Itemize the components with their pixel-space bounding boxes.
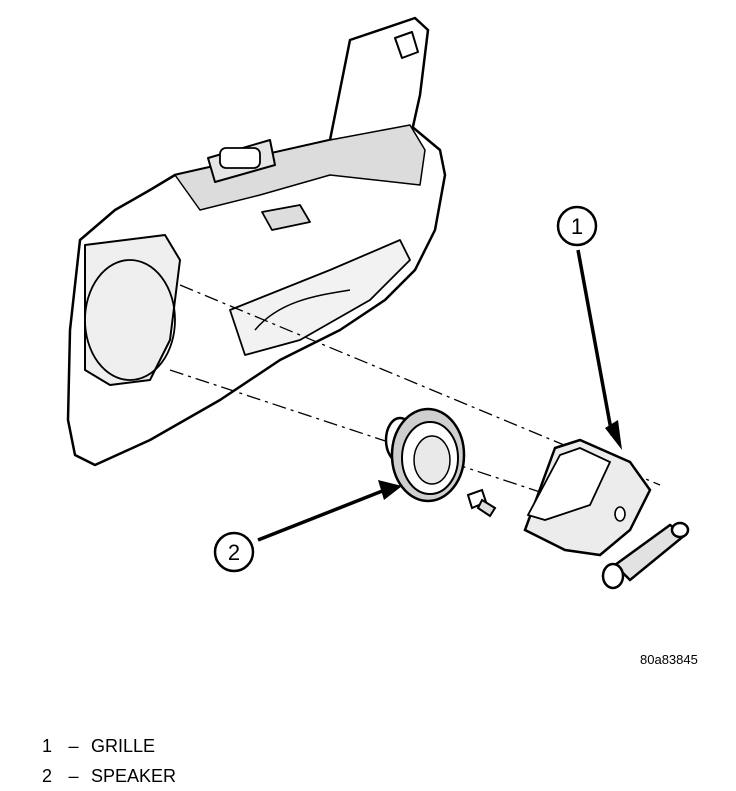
callout-1-number: 1 — [571, 214, 583, 239]
legend: 1–GRILLE 2–SPEAKER — [42, 731, 176, 791]
legend-row-1: 1–GRILLE — [42, 731, 176, 761]
callout-1-arrow — [576, 249, 622, 450]
legend-separator: – — [68, 736, 79, 756]
exploded-view-diagram: 1 2 — [66, 16, 690, 590]
screw — [466, 488, 497, 518]
legend-label: GRILLE — [91, 736, 156, 756]
grille — [523, 438, 652, 557]
legend-number: 2 — [42, 766, 53, 786]
window-crank-handle — [601, 521, 690, 590]
legend-label: SPEAKER — [91, 766, 177, 786]
door-trim-panel — [66, 16, 447, 467]
legend-separator: – — [68, 766, 79, 786]
callout-2: 2 — [213, 531, 255, 573]
callout-2-number: 2 — [228, 540, 240, 565]
speaker — [384, 407, 466, 503]
callout-2-arrow — [257, 480, 402, 542]
figure-id: 80a83845 — [640, 652, 698, 667]
legend-number: 1 — [42, 736, 53, 756]
callout-arrows — [257, 249, 622, 542]
callout-1: 1 — [556, 205, 598, 247]
legend-row-2: 2–SPEAKER — [42, 761, 176, 791]
